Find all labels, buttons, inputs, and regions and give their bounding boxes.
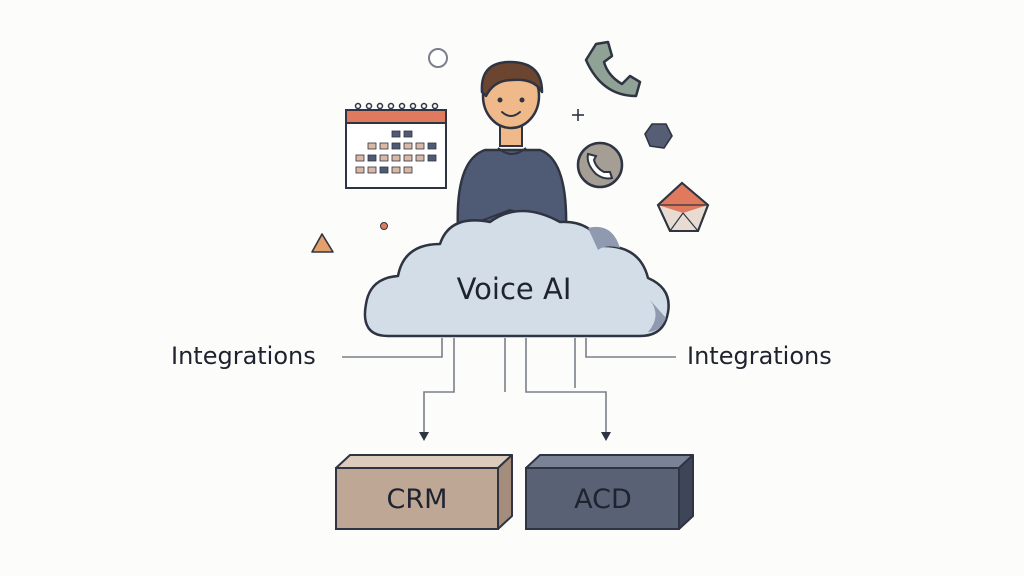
crm-box: CRM: [335, 454, 513, 530]
crm-label: CRM: [387, 484, 448, 515]
acd-box: ACD: [525, 454, 694, 530]
calendar-day-cell: [355, 166, 365, 174]
calendar-day-cell: [415, 142, 425, 150]
triangle-icon: [311, 233, 334, 253]
arrowhead-crm: [419, 432, 429, 441]
acd-label: ACD: [574, 484, 632, 515]
calendar-day-cell: [367, 154, 377, 162]
person-icon: [456, 60, 568, 232]
connector-lines: [342, 338, 676, 432]
calendar-day-cell: [391, 166, 401, 174]
circle-icon: [428, 48, 448, 68]
integrations-label-right: Integrations: [687, 342, 832, 370]
phone-circle-icon: [576, 141, 624, 189]
pentagon-icon: [656, 181, 710, 232]
voice-ai-cloud: Voice AI: [363, 209, 670, 338]
calendar-day-cell: [367, 166, 377, 174]
calendar-day-cell: [427, 142, 437, 150]
cloud-label: Voice AI: [457, 272, 572, 306]
integrations-label-left: Integrations: [171, 342, 316, 370]
hexagon-icon: [644, 123, 673, 149]
plus-icon: [572, 109, 584, 121]
calendar-day-cell: [379, 142, 389, 150]
calendar-day-cell: [367, 142, 377, 150]
calendar-day-cell: [379, 166, 389, 174]
calendar-day-cell: [415, 154, 425, 162]
cloud-shape: [363, 209, 670, 338]
calendar-day-cell: [391, 142, 401, 150]
calendar-icon: [345, 102, 447, 189]
calendar-day-cell: [403, 166, 413, 174]
phone-icon: [584, 40, 642, 98]
calendar-day-cell: [391, 154, 401, 162]
dot-icon: [380, 222, 388, 230]
calendar-day-cell: [391, 130, 401, 138]
calendar-day-cell: [403, 154, 413, 162]
calendar-day-cell: [355, 154, 365, 162]
calendar-day-cell: [403, 130, 413, 138]
calendar-day-cell: [403, 142, 413, 150]
calendar-day-cell: [427, 154, 437, 162]
calendar-day-cell: [379, 154, 389, 162]
arrowhead-acd: [601, 432, 611, 441]
